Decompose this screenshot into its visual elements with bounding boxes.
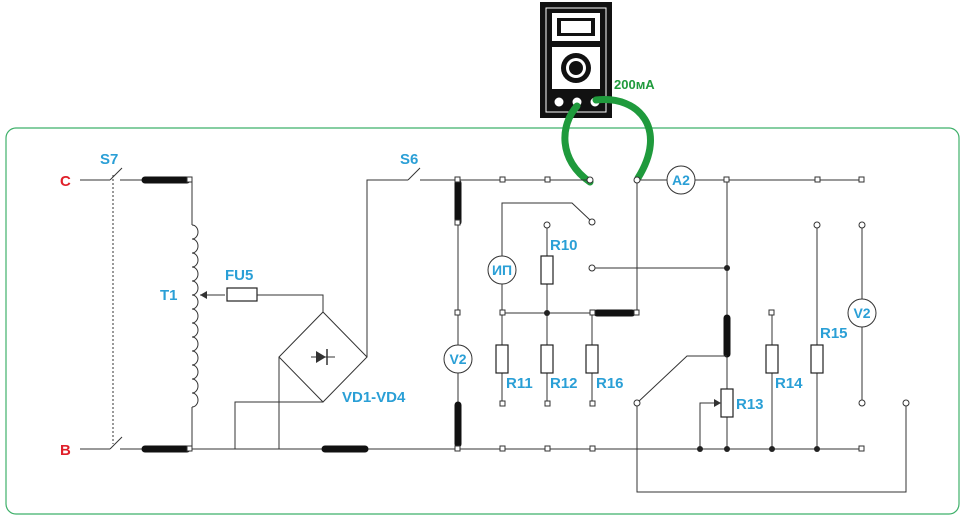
meter-ip-label: ИП bbox=[492, 262, 512, 278]
multimeter-jack-com[interactable] bbox=[553, 96, 565, 108]
resistor-r14 bbox=[765, 344, 779, 374]
diode-icon bbox=[316, 351, 326, 363]
line-c-label: C bbox=[60, 173, 71, 190]
line-b-label: B bbox=[60, 442, 71, 459]
resistor-r16 bbox=[585, 344, 599, 374]
panel-frame bbox=[5, 127, 960, 515]
test-lead-right[interactable] bbox=[592, 96, 654, 182]
fuse-fu5 bbox=[226, 287, 258, 302]
switch-s6-label: S6 bbox=[400, 151, 418, 168]
r10-label: R10 bbox=[550, 237, 578, 254]
terminal-posts[interactable] bbox=[186, 176, 910, 452]
voltmeter-v2-left bbox=[443, 344, 473, 374]
diode-bridge bbox=[278, 311, 368, 403]
transformer-label: T1 bbox=[160, 287, 178, 304]
fuse-label: FU5 bbox=[225, 267, 253, 284]
voltmeter-v2-right-label: V2 bbox=[853, 305, 870, 321]
transformer-t1 bbox=[191, 180, 225, 449]
resistor-r11 bbox=[495, 344, 509, 374]
switch-s6[interactable] bbox=[400, 167, 421, 181]
r16-label: R16 bbox=[596, 375, 624, 392]
resistor-r15 bbox=[810, 344, 824, 374]
voltmeter-v2-right bbox=[847, 298, 877, 328]
resistor-r10 bbox=[540, 255, 554, 285]
r15-label: R15 bbox=[820, 325, 848, 342]
r14-label: R14 bbox=[775, 375, 803, 392]
test-lead-left[interactable] bbox=[561, 102, 594, 186]
voltmeter-v2-left-label: V2 bbox=[449, 351, 466, 367]
resistor-r12 bbox=[540, 344, 554, 374]
ammeter-a2-label: A2 bbox=[672, 172, 690, 188]
switch-s7-label: S7 bbox=[100, 151, 118, 168]
r13-label: R13 bbox=[736, 396, 764, 413]
multimeter-range-label: 200мА bbox=[614, 77, 655, 92]
resistor-r13 bbox=[720, 388, 734, 418]
switch-s7[interactable] bbox=[80, 167, 123, 450]
bridge-label: VD1-VD4 bbox=[342, 389, 406, 406]
r12-label: R12 bbox=[550, 375, 578, 392]
r11-label: R11 bbox=[506, 375, 533, 392]
